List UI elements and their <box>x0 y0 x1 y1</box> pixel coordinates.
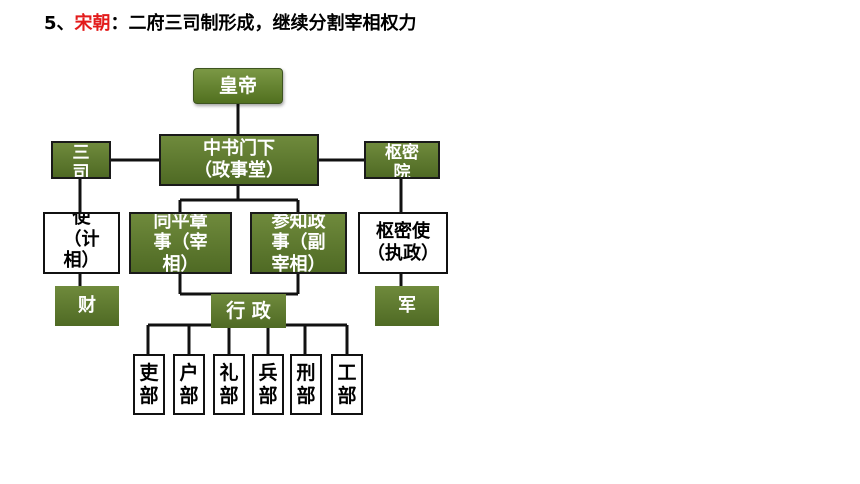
node-shumi-yuan: 枢密 院 <box>364 141 440 179</box>
node-tongpingzhangshi: 同平章 事（宰 相） <box>129 212 232 274</box>
title-highlight: 宋朝 <box>74 13 111 34</box>
node-emperor: 皇帝 <box>193 68 283 104</box>
title-rest: ：二府三司制形成，继续分割宰相权力 <box>110 13 417 34</box>
node-ministry-bing: 兵 部 <box>252 354 284 415</box>
node-ministry-xing: 刑 部 <box>290 354 322 415</box>
node-ministry-li-rites: 礼 部 <box>213 354 245 415</box>
node-cai: 财 <box>55 286 119 326</box>
node-ministry-hu: 户 部 <box>173 354 205 415</box>
page-title: 5、宋朝：二府三司制形成，继续分割宰相权力 <box>44 9 417 35</box>
node-jun: 军 <box>375 286 439 326</box>
node-sansi-shi: 三司 使 （计 相） <box>43 212 120 274</box>
title-prefix: 5、 <box>44 13 75 34</box>
node-ministry-gong: 工 部 <box>331 354 363 415</box>
node-canzhi-zhengshi: 参知政 事（副 宰相） <box>250 212 347 274</box>
node-xingzheng: 行 政 <box>211 294 286 328</box>
node-zhongshu-menxia: 中书门下 （政事堂） <box>159 134 319 186</box>
node-ministry-li-personnel: 吏 部 <box>133 354 165 415</box>
node-sansi: 三 司 <box>51 141 111 179</box>
node-shumi-shi: 枢密使 （执政） <box>358 212 448 274</box>
